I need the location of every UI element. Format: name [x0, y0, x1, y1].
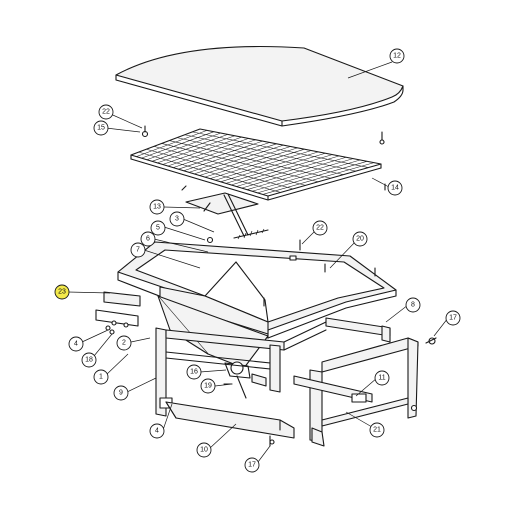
- callout-1[interactable]: 1: [93, 369, 109, 385]
- svg-text:8: 8: [411, 302, 415, 309]
- part-bottom-bar: [165, 401, 295, 439]
- svg-text:21: 21: [373, 427, 381, 434]
- callout-21[interactable]: 21: [369, 422, 385, 438]
- callout-13[interactable]: 13: [149, 199, 165, 215]
- callout-22-b[interactable]: 22: [312, 220, 328, 236]
- part-wire-grate: [130, 128, 382, 201]
- callout-5[interactable]: 5: [150, 220, 166, 236]
- callout-4[interactable]: 4: [68, 336, 84, 352]
- callout-16[interactable]: 16: [186, 364, 202, 380]
- callout-2[interactable]: 2: [116, 335, 132, 351]
- callout-18[interactable]: 18: [81, 352, 97, 368]
- callout-9[interactable]: 9: [113, 385, 129, 401]
- part-bracket-plate: [181, 185, 259, 215]
- svg-text:14: 14: [391, 185, 399, 192]
- callout-22[interactable]: 22: [98, 104, 114, 120]
- svg-text:15: 15: [97, 125, 105, 132]
- svg-text:23: 23: [58, 289, 66, 296]
- svg-text:16: 16: [190, 369, 198, 376]
- svg-text:11: 11: [378, 375, 385, 382]
- part-side-rail: [95, 291, 141, 328]
- svg-text:7: 7: [136, 247, 140, 254]
- svg-text:4: 4: [155, 428, 159, 435]
- callout-11[interactable]: 11: [374, 370, 390, 386]
- fasteners: [105, 325, 437, 447]
- part-lid: [115, 45, 404, 127]
- callout-3[interactable]: 3: [169, 211, 185, 227]
- svg-text:6: 6: [146, 236, 150, 243]
- svg-text:17: 17: [449, 315, 457, 322]
- callout-7[interactable]: 7: [130, 242, 146, 258]
- callout-10[interactable]: 10: [196, 442, 212, 458]
- svg-text:12: 12: [393, 53, 401, 60]
- part-rear-frame: [283, 317, 391, 351]
- callout-4-b[interactable]: 4: [149, 423, 165, 439]
- svg-text:22: 22: [102, 109, 110, 116]
- part-right-frame: [251, 337, 419, 447]
- callout-17[interactable]: 17: [445, 310, 461, 326]
- callout-bubbles: 12 22 15 14 13 3 5 6 7 22 20 23 8 17 4 2…: [54, 48, 461, 473]
- grate-wires: [136, 130, 375, 195]
- svg-text:18: 18: [85, 357, 93, 364]
- svg-text:13: 13: [153, 204, 161, 211]
- hardware-pieces: [141, 125, 386, 260]
- svg-text:4: 4: [74, 341, 78, 348]
- part-left-frame: [155, 327, 285, 417]
- part-agitator-rod: [223, 193, 269, 240]
- svg-text:5: 5: [156, 225, 160, 232]
- callout-23[interactable]: 23: [54, 284, 70, 300]
- svg-text:10: 10: [200, 447, 208, 454]
- callout-19[interactable]: 19: [200, 378, 216, 394]
- callout-8[interactable]: 8: [405, 297, 421, 313]
- callout-17-b[interactable]: 17: [244, 457, 260, 473]
- svg-text:22: 22: [316, 225, 324, 232]
- svg-text:2: 2: [122, 340, 126, 347]
- svg-text:1: 1: [99, 374, 103, 381]
- callout-15[interactable]: 15: [93, 120, 109, 136]
- svg-text:9: 9: [119, 390, 123, 397]
- leader-lines: [67, 61, 449, 463]
- callout-6[interactable]: 6: [140, 231, 156, 247]
- callout-14[interactable]: 14: [387, 180, 403, 196]
- callout-20[interactable]: 20: [352, 231, 368, 247]
- svg-text:20: 20: [356, 236, 364, 243]
- callout-12[interactable]: 12: [389, 48, 405, 64]
- svg-text:19: 19: [204, 383, 212, 390]
- svg-text:3: 3: [175, 216, 179, 223]
- svg-text:17: 17: [248, 462, 256, 469]
